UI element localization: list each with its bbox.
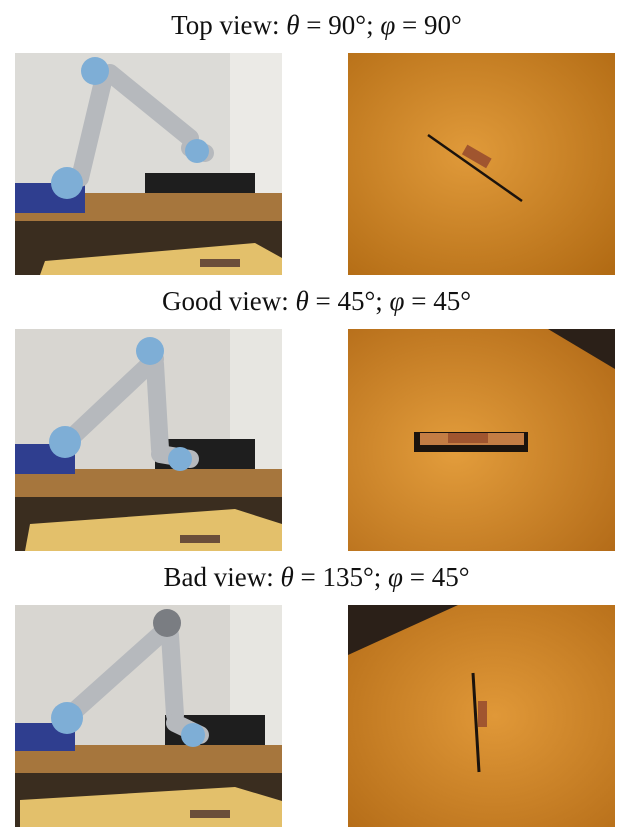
phi-value: 45° bbox=[431, 562, 470, 592]
camera-photo-bad bbox=[348, 605, 615, 827]
row-caption-top: Top view: θ = 90°; φ = 90° bbox=[171, 10, 462, 40]
theta-symbol: θ bbox=[295, 286, 309, 316]
robot-photo-bad bbox=[15, 605, 282, 827]
view-label: Good view bbox=[161, 286, 282, 316]
camera-photo-good bbox=[348, 329, 615, 551]
camera-photo-top bbox=[348, 53, 615, 275]
robot-photo-top bbox=[15, 53, 282, 275]
theta-symbol: θ bbox=[280, 562, 294, 592]
row-caption-bad: Bad view: θ = 135°; φ = 45° bbox=[163, 562, 470, 592]
robot-photo-good bbox=[15, 329, 282, 551]
phi-symbol: φ bbox=[380, 10, 396, 40]
row-caption-good: Good view: θ = 45°; φ = 45° bbox=[161, 286, 472, 316]
view-label: Top view bbox=[171, 10, 272, 40]
theta-symbol: θ bbox=[286, 10, 300, 40]
phi-symbol: φ bbox=[389, 286, 405, 316]
theta-value: 45° bbox=[337, 286, 376, 316]
phi-value: 90° bbox=[424, 10, 462, 40]
phi-value: 45° bbox=[433, 286, 472, 316]
theta-value: 135° bbox=[322, 562, 374, 592]
theta-value: 90° bbox=[328, 10, 367, 40]
phi-symbol: φ bbox=[388, 562, 403, 592]
view-label: Bad view bbox=[163, 562, 267, 592]
